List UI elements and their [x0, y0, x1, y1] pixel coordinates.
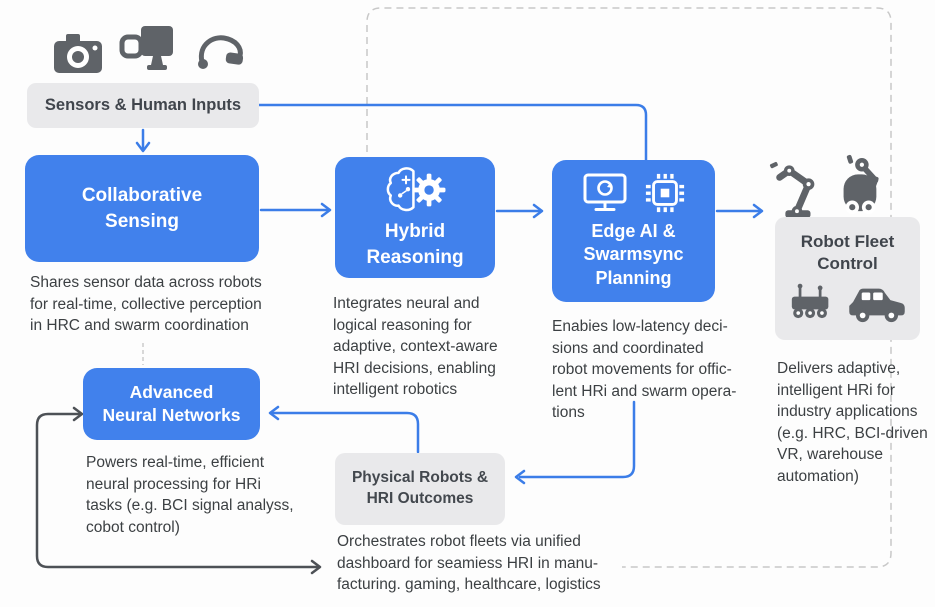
arrowhead-sensors-to-collab — [135, 141, 151, 153]
robot-arm-icon — [769, 161, 815, 218]
rover-icon — [791, 283, 828, 319]
collaborative-sensing-description: Shares sensor data across robots for rea… — [30, 274, 262, 334]
ann-description: Powers real-time, efficient neural proce… — [86, 454, 294, 536]
node-sensors-human-inputs: Sensors & Human Inputs — [27, 83, 259, 128]
node-hybrid-reasoning: Hybrid Reasoning — [335, 157, 495, 278]
node-edge-ai-swarmsync: Edge AI & Swarmsync Planning — [552, 160, 715, 302]
arrowhead-collab-to-hybrid — [320, 202, 332, 218]
edge-icons — [582, 172, 686, 214]
arrow-physical-to-ann — [271, 411, 420, 454]
brain-gear-icon — [386, 167, 446, 212]
arrowhead-loop-to-outcomes — [310, 559, 322, 575]
arrowhead-edge-to-physical — [514, 469, 526, 485]
node-robot-fleet-control: Robot Fleet Control — [775, 217, 920, 340]
arrowhead-hybrid-to-edge — [532, 203, 544, 219]
collaborative-sensing-title: Collaborative Sensing — [81, 185, 203, 232]
arrowhead-edge-to-fleet — [752, 203, 764, 219]
camera-icon — [54, 34, 102, 73]
physical-robots-title: Physical Robots & HRI Outcomes — [351, 469, 489, 507]
chip-icon — [645, 173, 684, 212]
arrowhead-loop-to-ann — [72, 406, 84, 422]
ann-title: Advanced Neural Networks — [102, 382, 241, 425]
node-advanced-neural-networks: Advanced Neural Networks — [83, 368, 260, 440]
node-collaborative-sensing: Collaborative Sensing — [25, 155, 259, 262]
smart-display-icon — [119, 26, 173, 70]
hybrid-reasoning-description: Integrates neural and logical reasoning … — [333, 295, 498, 398]
arrowhead-physical-to-ann — [268, 405, 280, 421]
robot-fleet-title: Robot Fleet Control — [800, 232, 895, 274]
fleet-top-icons — [768, 152, 886, 220]
input-icons — [52, 24, 246, 76]
sensors-label: Sensors & Human Inputs — [44, 96, 242, 114]
robot-fleet-description: Delivers adaptive, intelligent HRi for i… — [777, 360, 928, 485]
fleet-inside-icons — [788, 281, 908, 325]
hybrid-reasoning-title: Hybrid Reasoning — [366, 221, 464, 268]
vr-headset-icon — [198, 35, 244, 69]
humanoid-robot-icon — [843, 154, 879, 214]
monitor-sync-icon — [583, 173, 626, 211]
node-physical-robots-outcomes: Physical Robots & HRI Outcomes — [335, 453, 505, 525]
edge-ai-description: Enabies low-latency deci- sions and coor… — [552, 318, 737, 421]
vehicle-icon — [848, 288, 905, 323]
edge-ai-title: Edge AI & Swarmsync Planning — [583, 220, 684, 288]
physical-robots-description: Orchestrates robot fleets via unified da… — [337, 533, 601, 593]
arrow-sensors-to-edge — [257, 103, 648, 163]
